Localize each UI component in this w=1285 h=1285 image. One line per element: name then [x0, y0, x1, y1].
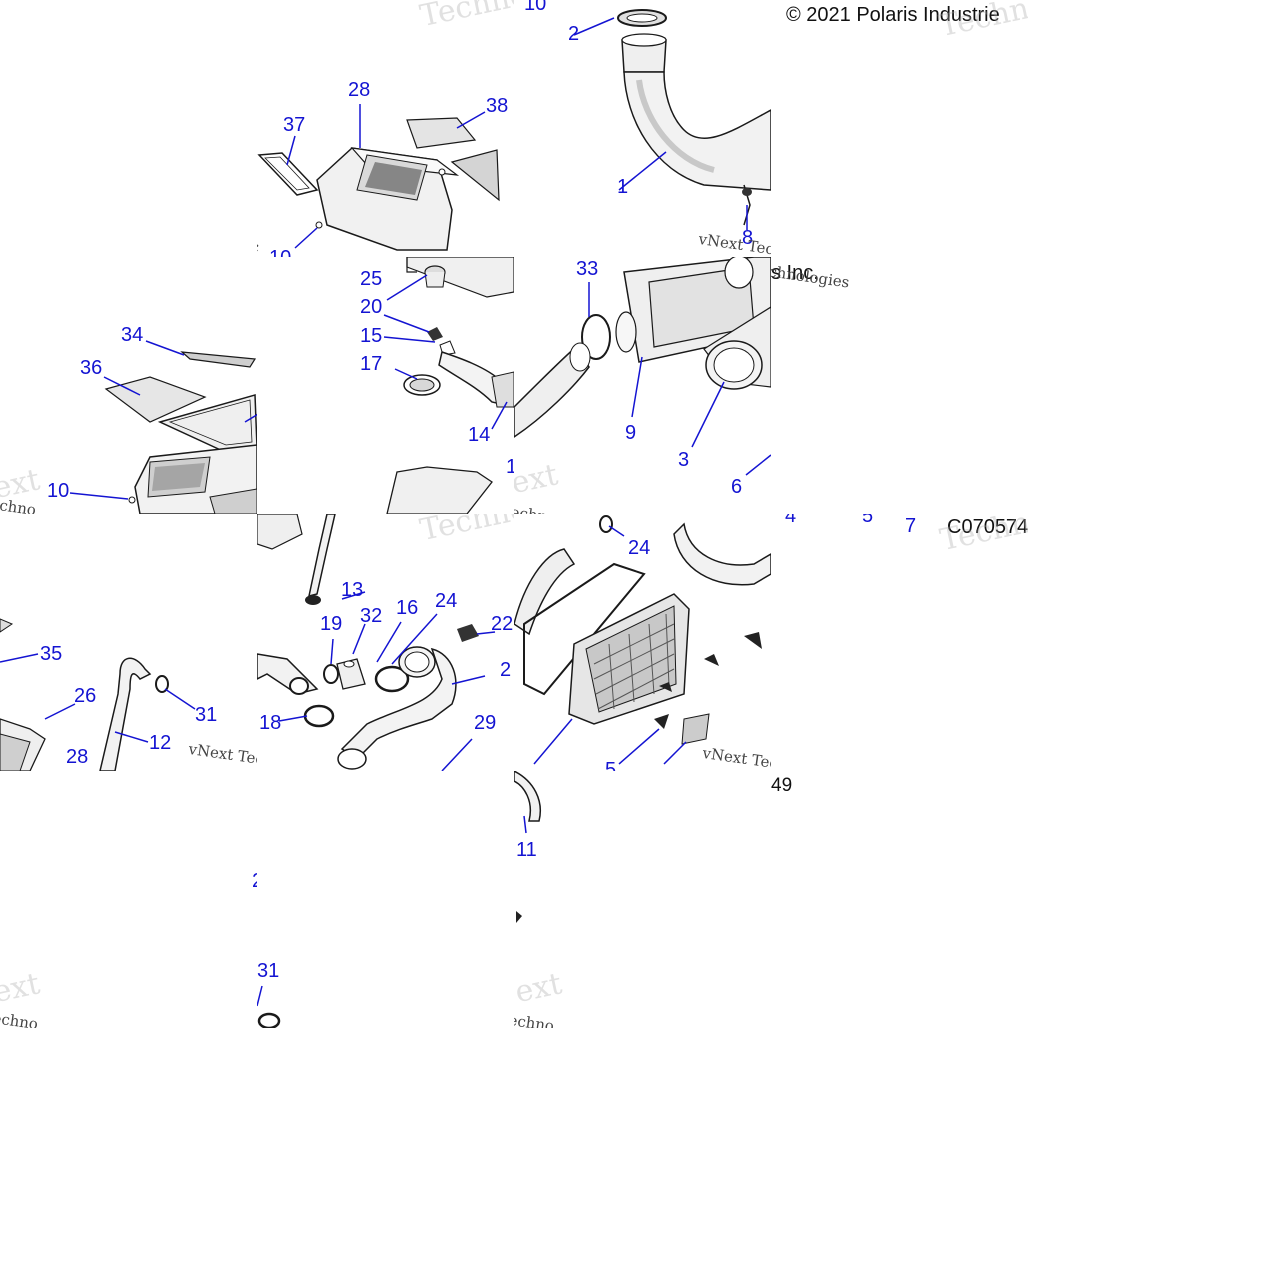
- callout-15: 15: [360, 325, 383, 347]
- callout-31: 32: [360, 605, 383, 627]
- callout-6: 6: [731, 476, 743, 498]
- callout-17: 17: [360, 353, 383, 375]
- hose-clamps-drawing: [257, 514, 514, 771]
- watermark-technologies: Techno: [937, 514, 1028, 559]
- callout-7: 7: [905, 515, 917, 537]
- callout-24: 24: [628, 537, 651, 559]
- callout-9: 9: [625, 422, 637, 444]
- page-number: 49: [771, 775, 793, 796]
- tile-copyright: © 2021 Polaris Industrie Techno: [771, 0, 1028, 257]
- callout-20: 20: [360, 296, 383, 318]
- callout-28: 28: [66, 746, 89, 768]
- tile-page: 49: [771, 771, 1028, 1028]
- callout-16: 16: [396, 597, 419, 619]
- callout-1: 1: [506, 456, 514, 478]
- tile-hose-clamps: Techno 13 32 16 24 19 22 2 29 18: [257, 514, 514, 771]
- hose-box-drawing: [0, 514, 257, 771]
- callout-10: 10: [47, 480, 70, 502]
- callout-1: 1: [617, 176, 629, 198]
- callout-14: 14: [468, 424, 491, 446]
- callout-30: 31: [195, 704, 218, 726]
- callout-29: 29: [474, 712, 497, 734]
- drawing-code: C070574: [947, 516, 1028, 538]
- airbox-body-drawing: [514, 257, 771, 514]
- callout-12: 12: [149, 732, 172, 754]
- tile-fragment-b: 31: [257, 771, 514, 1028]
- watermark-techno: echno: [0, 1009, 40, 1028]
- fragment-b-drawing: [257, 771, 514, 1028]
- callout-5: 5: [862, 514, 874, 527]
- callout-34: 35: [40, 643, 63, 665]
- tile-filters: 34 36 10 ext echno: [0, 257, 257, 514]
- callout-11: 11: [516, 839, 537, 861]
- callout-26: 25: [360, 268, 383, 290]
- tile-filter-cover: 24 vNext Tec 5: [514, 514, 771, 771]
- tile-copyright-tail: s Inc. vNext Technologies: [771, 257, 1028, 514]
- tile-fragment-c: 11 ext echno: [514, 771, 771, 1028]
- callout-8: 8: [742, 227, 754, 249]
- callout-38: 38: [486, 95, 509, 117]
- filter-cover-drawing: [514, 514, 771, 771]
- fittings-drawing: [257, 257, 514, 514]
- callout-2: 2: [252, 871, 257, 891]
- airbox-lid-drawing: [257, 0, 514, 257]
- callout-25: 26: [74, 685, 97, 707]
- callout-35: 36: [80, 357, 103, 379]
- watermark-ext: ext: [0, 966, 43, 1011]
- tile-airbox-body: 33 9 3 6 ext echno: [514, 257, 771, 514]
- callout-3: 3: [678, 449, 690, 471]
- watermark-technologies: Techno: [936, 0, 1028, 45]
- copyright-tail: s Inc.: [771, 262, 819, 284]
- callout-27: 28: [348, 79, 371, 101]
- callout-32: 33: [576, 258, 599, 280]
- callout-2: 2: [500, 659, 512, 681]
- tile-airbox-lid: Techno 28 37 38 vNext Tec 10: [257, 0, 514, 257]
- callout-23: 24: [435, 590, 458, 612]
- callout-5: 5: [605, 759, 617, 771]
- callout-10: 10: [269, 248, 291, 257]
- callout-18: 18: [259, 712, 282, 734]
- callout-10: 10: [524, 0, 547, 15]
- copyright-text: © 2021 Polaris Industrie: [786, 4, 1000, 26]
- callout-22: 22: [491, 613, 514, 635]
- callout-2: 2: [568, 23, 580, 45]
- callout-33: 34: [121, 324, 144, 346]
- tile-code: 4 5 7 C070574 Techno: [771, 514, 1028, 771]
- tile-fragment-a: 2 1 ext echno: [0, 771, 257, 1028]
- fragment-c-drawing: [514, 771, 771, 923]
- callout-30: 31: [257, 960, 280, 982]
- callout-19: 19: [320, 613, 343, 635]
- callout-4: 4: [785, 514, 797, 527]
- tile-intake-tube: 10 2 1 8 vNext Technologies: [514, 0, 771, 257]
- callout-13: 13: [341, 579, 364, 601]
- tile-hose-box: 35 26 31 12 28 vNext Tec: [0, 514, 257, 771]
- intake-tube-drawing: [514, 0, 771, 257]
- filters-drawing: [0, 257, 257, 514]
- callout-36: 37: [283, 114, 306, 136]
- tile-fittings: 25 20 15 17 14 1: [257, 257, 514, 514]
